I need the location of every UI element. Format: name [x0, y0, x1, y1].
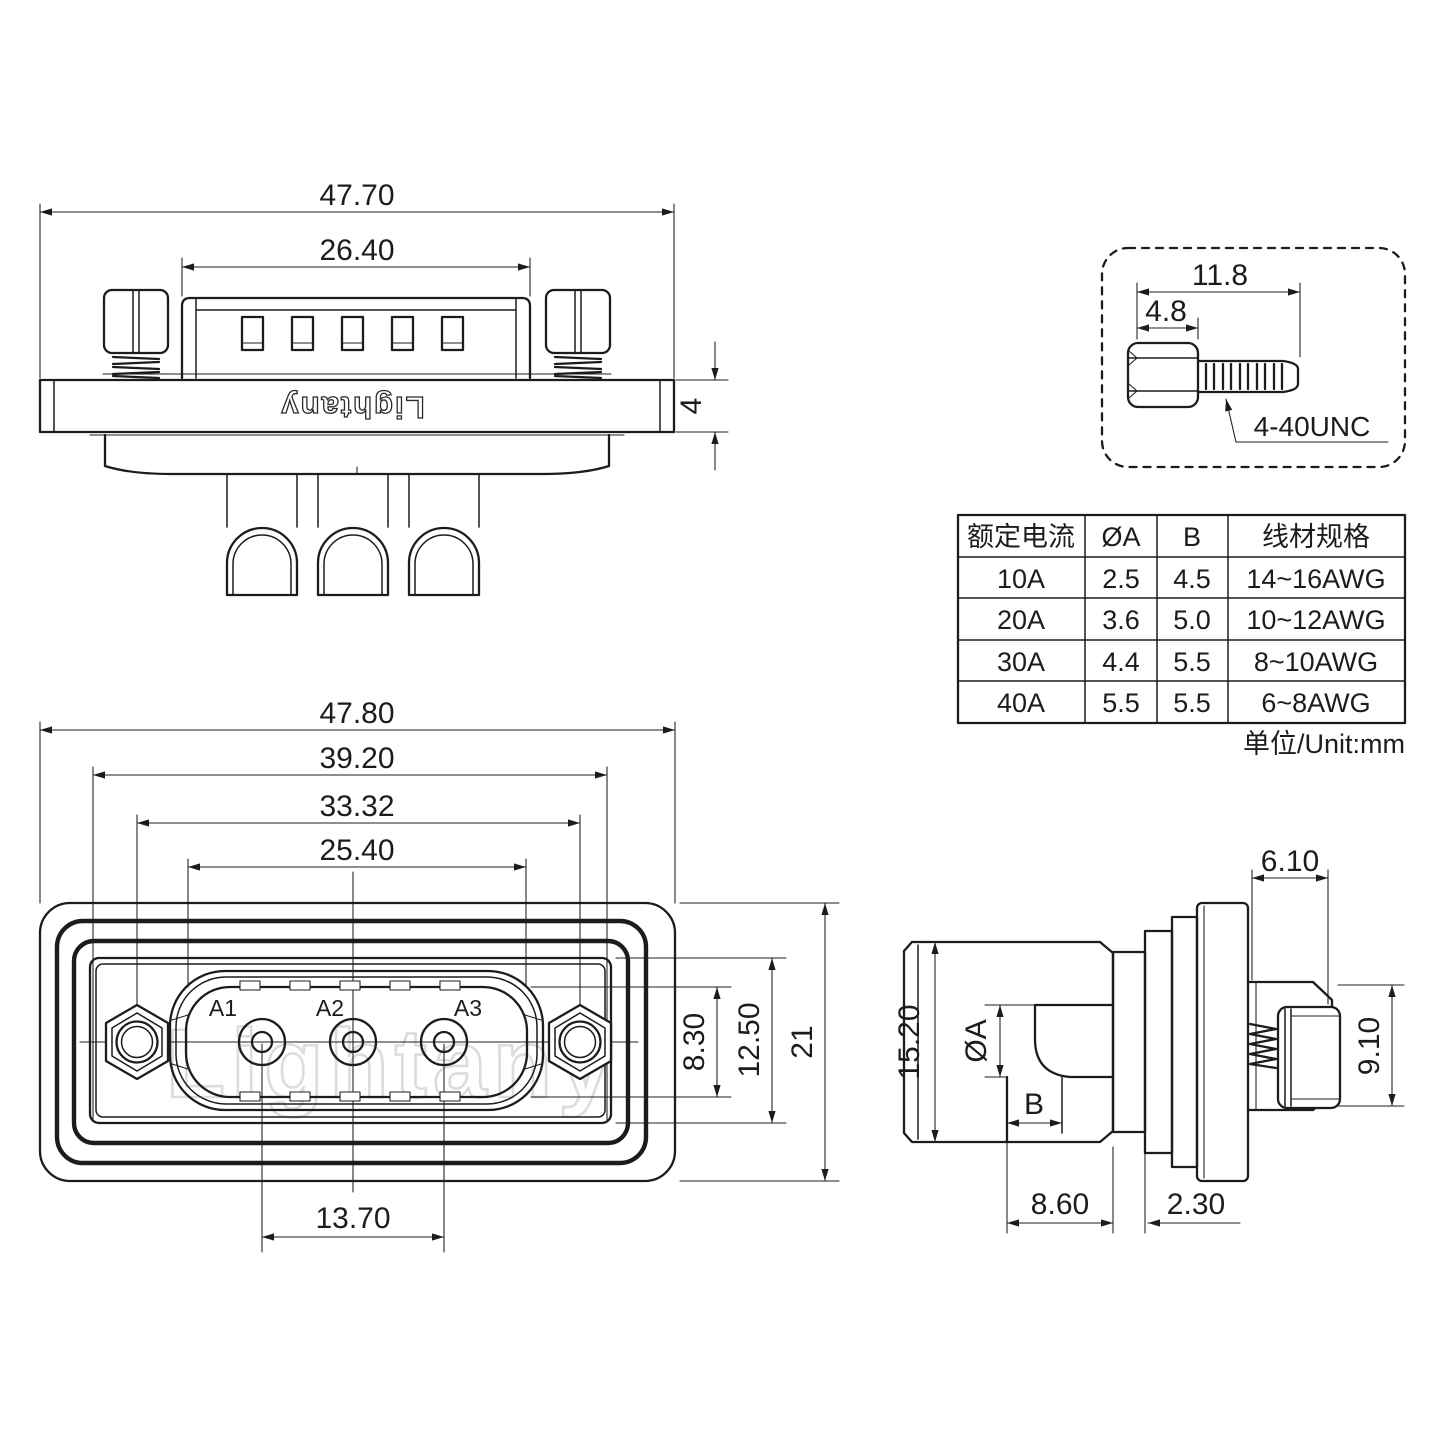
dim-screw-head-length: 4.8 — [1145, 295, 1187, 328]
side-screw-head — [1276, 1005, 1342, 1110]
insert-tabs — [239, 980, 461, 1102]
table-cell: 20A — [997, 605, 1045, 635]
table-header-wire: 线材规格 — [1262, 522, 1370, 552]
dim-front-flange-width: 39.20 — [319, 742, 394, 775]
dim-front-screw-spacing: 33.32 — [319, 790, 394, 823]
spec-table: 额定电流 ØA B 线材规格 10A 2.5 4.5 14~16AWG 20A … — [956, 513, 1407, 759]
front-outer-shell — [38, 901, 677, 1183]
table-cell: 30A — [997, 647, 1045, 677]
table-header-current: 额定电流 — [967, 522, 1075, 552]
solder-cups — [225, 473, 481, 597]
table-cell: 2.5 — [1102, 564, 1140, 594]
power-contact-a3 — [419, 1017, 469, 1067]
top-view: 47.70 26.40 4 — [38, 179, 729, 597]
table-cell: 5.0 — [1173, 605, 1211, 635]
side-wire-cup — [1005, 1003, 1115, 1144]
jack-screw-left — [102, 288, 170, 380]
power-contact-a2 — [328, 1017, 378, 1067]
dim-front-overall-width: 47.80 — [319, 697, 394, 730]
screw-detail: 11.8 4.8 4-40UNC — [1100, 246, 1407, 469]
table-cell: 10A — [997, 564, 1045, 594]
detail-border — [1100, 246, 1407, 469]
dim-side-hole-dia: ØA — [960, 1019, 993, 1062]
table-header-dia: ØA — [1101, 522, 1140, 552]
dim-front-insert-height: 8.30 — [678, 1013, 711, 1071]
table-cell: 4.4 — [1102, 647, 1140, 677]
table-cell: 40A — [997, 688, 1045, 718]
side-body — [902, 940, 1115, 1144]
top-view-flange: Lightany — [38, 373, 676, 436]
table-cell: 6~8AWG — [1261, 688, 1370, 718]
wire-slots — [240, 315, 465, 352]
dim-screw-total-length: 11.8 — [1192, 259, 1248, 292]
pin-label-a3: A3 — [454, 995, 482, 1021]
front-boot-outline — [54, 918, 649, 1166]
table-cell: 4.5 — [1173, 564, 1211, 594]
table-cell: 3.6 — [1102, 605, 1140, 635]
dim-side-cup-depth: B — [1024, 1088, 1044, 1121]
thread-spec-label: 4-40UNC — [1254, 411, 1371, 442]
dim-front-insert-width: 25.40 — [319, 834, 394, 867]
side-view: 6.10 15.20 ØA B 9.10 8.60 2.30 — [893, 845, 1405, 1234]
table-cell: 10~12AWG — [1246, 605, 1385, 635]
dim-front-flange-height: 12.50 — [733, 1002, 766, 1077]
table-header-b: B — [1183, 522, 1201, 552]
dim-front-pin-spacing: 13.70 — [315, 1202, 390, 1235]
dim-front-overall-height: 21 — [786, 1025, 819, 1058]
unit-note: 单位/Unit:mm — [1243, 729, 1405, 759]
table-cell: 5.5 — [1173, 647, 1211, 677]
hex-nut-left — [104, 1003, 170, 1081]
dim-side-rim-depth: 2.30 — [1167, 1188, 1225, 1221]
dim-top-flange-thickness: 4 — [675, 398, 708, 415]
dim-top-body-width: 26.40 — [319, 234, 394, 267]
side-shell-step — [1143, 929, 1174, 1155]
pin-label-a1: A1 — [209, 995, 237, 1021]
dim-side-screw-height: 9.10 — [1353, 1017, 1386, 1075]
power-contact-a1 — [237, 1017, 287, 1067]
dim-side-flange-to-nut: 6.10 — [1261, 845, 1319, 878]
d-sub-insert: A1 A2 A3 — [168, 969, 545, 1112]
hex-nut-right — [547, 1003, 613, 1081]
front-boot-inner — [71, 938, 631, 1146]
thumb-screw — [1126, 341, 1300, 409]
watermark-text: Lightany — [166, 1009, 618, 1118]
brand-on-flange: Lightany — [279, 390, 424, 425]
top-view-rear-shell — [103, 433, 611, 597]
dim-side-body-height: 15.20 — [893, 1004, 926, 1079]
table-cell: 5.5 — [1102, 688, 1140, 718]
dim-side-body-depth: 8.60 — [1031, 1188, 1089, 1221]
dim-top-overall-width: 47.70 — [319, 179, 394, 212]
jack-screw-right — [544, 288, 612, 380]
table-cell: 8~10AWG — [1254, 647, 1378, 677]
table-cell: 5.5 — [1173, 688, 1211, 718]
table-cell: 14~16AWG — [1246, 564, 1385, 594]
side-screw-thread — [1248, 1022, 1278, 1070]
side-shell-rim — [1111, 950, 1147, 1134]
top-view-body — [180, 296, 532, 380]
pin-label-a2: A2 — [316, 995, 344, 1021]
front-view: 47.80 39.20 33.32 25.40 13.70 8.30 12.50… — [38, 697, 840, 1253]
side-flange-plate — [1195, 901, 1250, 1183]
side-shell-face — [1170, 915, 1199, 1169]
